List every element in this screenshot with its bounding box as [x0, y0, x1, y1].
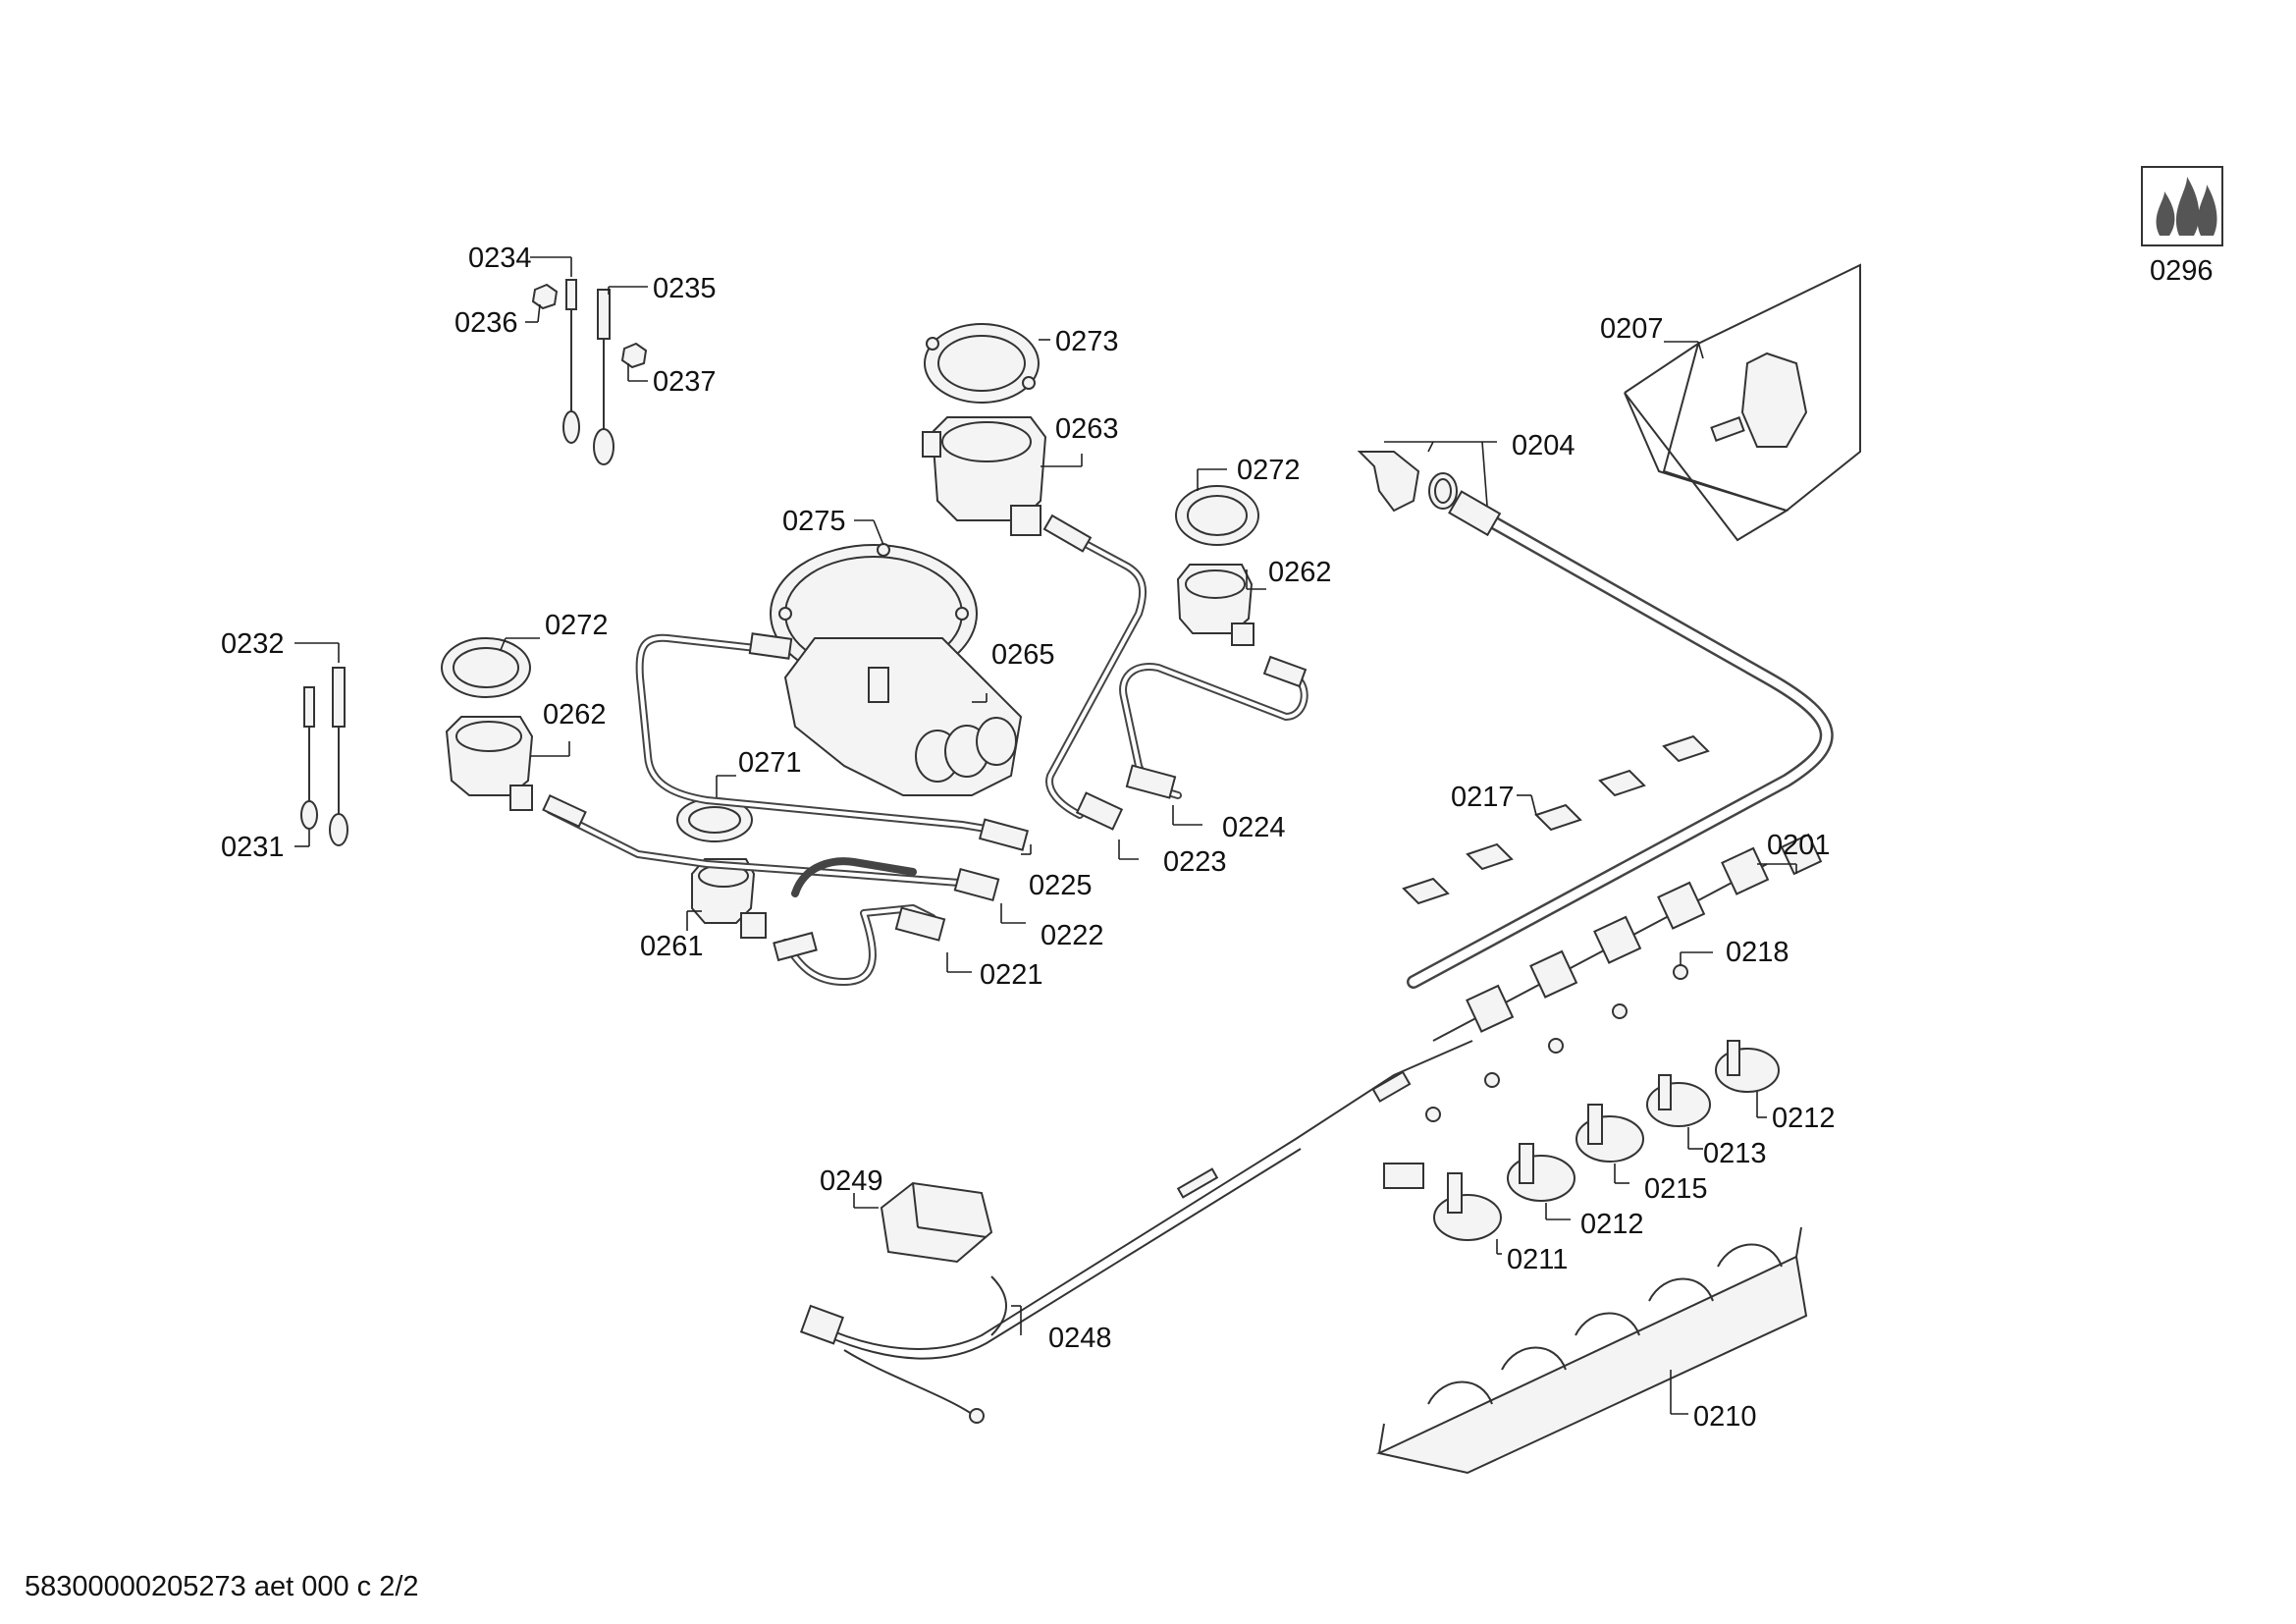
label-0296: 0296: [2150, 255, 2214, 287]
label-0237: 0237: [653, 366, 717, 398]
label-0273: 0273: [1055, 326, 1119, 357]
label-0249: 0249: [820, 1165, 883, 1197]
label-0215: 0215: [1644, 1173, 1708, 1205]
label-0213: 0213: [1703, 1138, 1767, 1169]
part-0262-burner-left[interactable]: [445, 716, 534, 811]
part-0296-flame-badge[interactable]: [2141, 166, 2223, 246]
part-0201-gas-manifold-pipe[interactable]: [1407, 490, 1834, 989]
label-0218: 0218: [1726, 937, 1789, 968]
label-0224: 0224: [1222, 812, 1286, 843]
label-0204: 0204: [1512, 430, 1575, 461]
part-0232-thermocouple[interactable]: [329, 667, 348, 846]
label-0221: 0221: [980, 959, 1043, 991]
part-0235-thermocouple[interactable]: [593, 289, 614, 465]
label-0212: 0212: [1772, 1103, 1836, 1134]
part-0261-burner[interactable]: [691, 858, 767, 939]
part-0272-gasket-right[interactable]: [1175, 485, 1259, 546]
label-0248: 0248: [1048, 1323, 1112, 1354]
part-0273-gasket[interactable]: [924, 323, 1040, 404]
label-0210: 0210: [1693, 1401, 1757, 1433]
label-0262: 0262: [543, 699, 607, 731]
label-0261: 0261: [640, 931, 704, 962]
part-0271-gasket[interactable]: [676, 797, 753, 842]
part-0211-gas-tap[interactable]: [1383, 1163, 1502, 1241]
label-0262: 0262: [1268, 557, 1332, 588]
document-id-footer: 58300000205273 aet 000 c 2/2: [25, 1571, 419, 1602]
part-0262-burner-right[interactable]: [1176, 564, 1255, 646]
label-0272: 0272: [545, 610, 609, 641]
part-0265-central-burner[interactable]: [783, 637, 1023, 796]
flame-icon: [2175, 177, 2200, 236]
label-0236: 0236: [454, 307, 518, 339]
label-0275: 0275: [782, 506, 846, 537]
part-0201-distributor-rail[interactable]: [1432, 833, 1823, 1042]
label-0211: 0211: [1507, 1244, 1568, 1275]
label-0207: 0207: [1600, 313, 1664, 345]
part-0218-nuts[interactable]: [1425, 964, 1688, 1122]
part-0204-elbow-fitting[interactable]: [1357, 451, 1458, 513]
part-0207-valve-kit[interactable]: [1624, 263, 1861, 542]
part-0249-ignition-module[interactable]: [880, 1181, 993, 1264]
part-0223-gas-tube[interactable]: [1042, 514, 1148, 831]
part-0212-gas-tap-front[interactable]: [1507, 1143, 1575, 1202]
part-0225-gas-tube[interactable]: [635, 632, 1030, 851]
part-0210-tap-support-frame[interactable]: [1375, 1226, 1808, 1475]
flame-icon: [2197, 185, 2217, 236]
part-0248-wiring-harness[interactable]: [799, 1040, 1473, 1424]
part-0272-gasket-left[interactable]: [441, 637, 531, 698]
part-0212-gas-tap-rear[interactable]: [1715, 1040, 1780, 1093]
flame-icon: [2156, 191, 2175, 236]
label-0263: 0263: [1055, 413, 1119, 445]
part-0217-clips[interactable]: [1402, 734, 1710, 905]
part-0215-gas-tap[interactable]: [1575, 1104, 1644, 1163]
label-0271: 0271: [738, 747, 802, 779]
label-0212: 0212: [1580, 1209, 1644, 1240]
part-0224-gas-tube[interactable]: [1119, 655, 1308, 799]
part-0237-nut[interactable]: [620, 342, 648, 369]
label-0232: 0232: [221, 628, 285, 660]
part-0213-gas-tap[interactable]: [1646, 1074, 1711, 1127]
part-0236-nut[interactable]: [531, 283, 559, 310]
label-0234: 0234: [468, 243, 532, 274]
part-0222-gas-tube[interactable]: [542, 793, 1000, 902]
label-0222: 0222: [1041, 920, 1104, 951]
label-0265: 0265: [991, 639, 1055, 671]
label-0235: 0235: [653, 273, 717, 304]
part-0221-gas-tube[interactable]: [773, 857, 946, 986]
label-0201: 0201: [1767, 830, 1831, 861]
part-0234-thermocouple[interactable]: [562, 279, 580, 444]
part-0263-burner-housing[interactable]: [922, 416, 1047, 536]
label-0272: 0272: [1237, 455, 1301, 486]
part-0231-thermocouple[interactable]: [300, 686, 318, 830]
label-0231: 0231: [221, 832, 285, 863]
label-0223: 0223: [1163, 846, 1227, 878]
label-0217: 0217: [1451, 782, 1515, 813]
label-0225: 0225: [1029, 870, 1093, 901]
